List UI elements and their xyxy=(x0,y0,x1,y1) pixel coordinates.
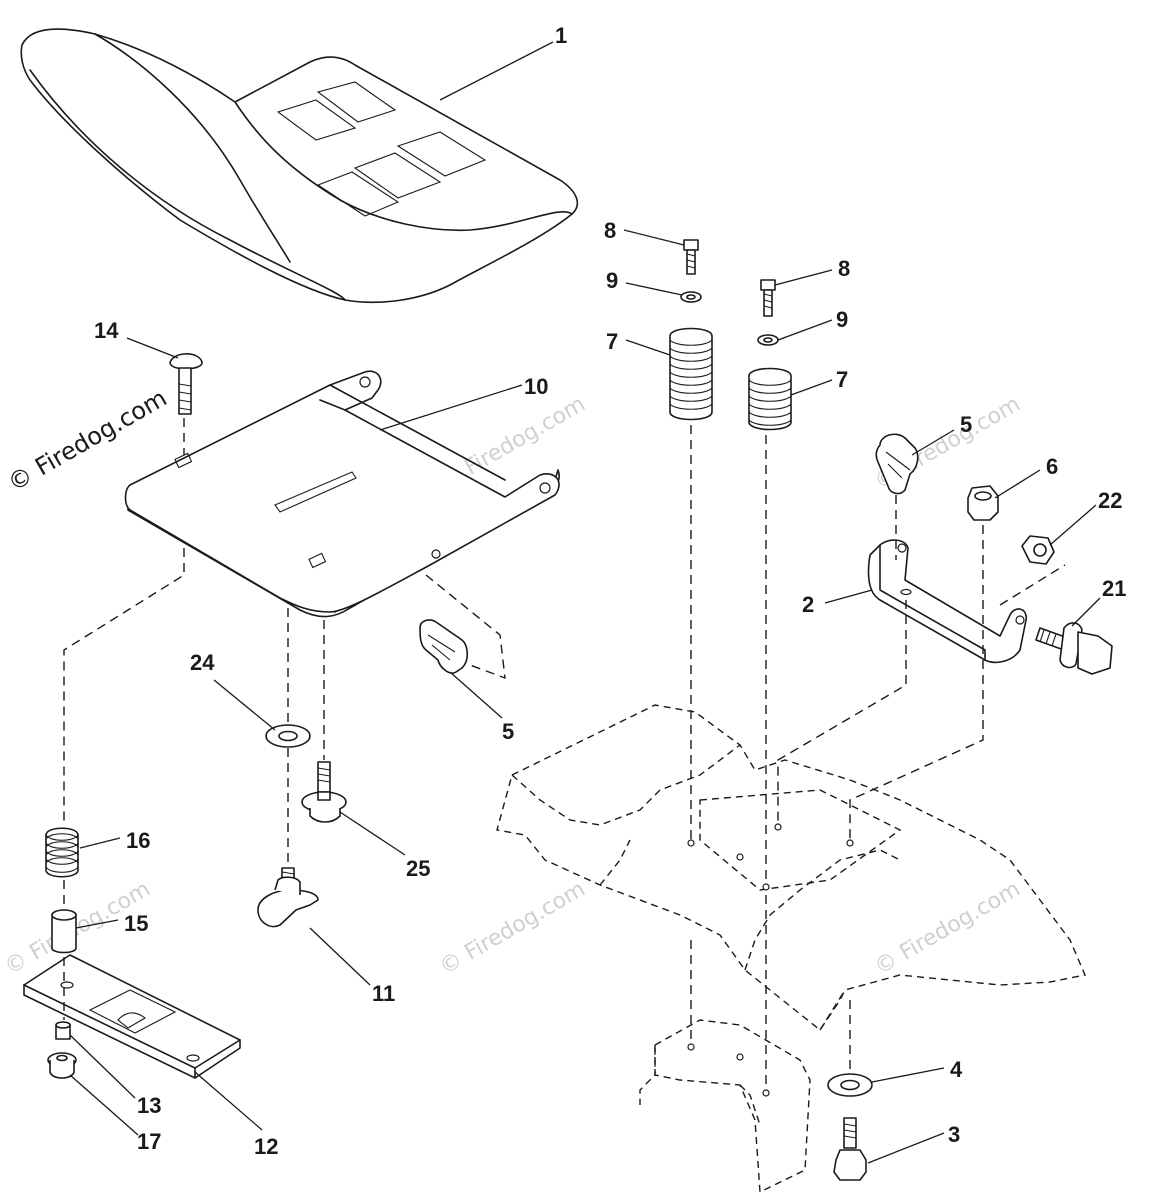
callout-15: 15 xyxy=(124,911,148,936)
callout-12: 12 xyxy=(254,1134,278,1159)
watermark-text: © Firedog.com xyxy=(436,877,590,980)
callout-25: 25 xyxy=(406,856,430,881)
callout-16: 16 xyxy=(126,828,150,853)
callout-7-left: 7 xyxy=(606,329,618,354)
nut-part-22 xyxy=(1021,535,1055,565)
spring-part-16 xyxy=(45,827,79,878)
knob-part-11 xyxy=(257,867,319,928)
callout-9-left: 9 xyxy=(606,268,618,293)
flange-nut-part-17 xyxy=(47,1052,77,1079)
callout-7-right: 7 xyxy=(836,367,848,392)
washer-part-9-right xyxy=(757,334,779,346)
bolt-part-8-left xyxy=(683,239,699,275)
spring-part-7-left xyxy=(669,327,713,421)
tractor-frame-phantom xyxy=(496,704,1086,1194)
callout-1: 1 xyxy=(555,23,567,48)
carriage-bolt-part-14 xyxy=(169,353,203,415)
bolt-part-3 xyxy=(833,1117,867,1181)
callout-22: 22 xyxy=(1098,488,1122,513)
callout-24: 24 xyxy=(190,650,215,675)
callout-8-right: 8 xyxy=(838,256,850,281)
washer-part-4 xyxy=(827,1073,873,1097)
slide-plate-part-12 xyxy=(23,954,241,1079)
callout-5-right: 5 xyxy=(960,412,972,437)
callout-13: 13 xyxy=(137,1093,161,1118)
leader-lines xyxy=(69,41,1101,1164)
callout-14: 14 xyxy=(94,318,119,343)
callout-labels: 1 10 14 24 25 11 16 15 12 13 17 5 8 9 7 … xyxy=(94,23,1126,1159)
callout-21: 21 xyxy=(1102,576,1126,601)
callout-8-left: 8 xyxy=(604,218,616,243)
bracket-part-2 xyxy=(867,539,1027,664)
callout-10: 10 xyxy=(524,374,548,399)
washer-part-24 xyxy=(265,724,311,748)
shoulder-bolt-part-25 xyxy=(301,761,347,823)
callout-11: 11 xyxy=(372,981,395,1006)
bolt-part-8-right xyxy=(760,279,776,317)
seat-pan-part-10 xyxy=(124,370,560,618)
callout-3: 3 xyxy=(948,1122,960,1147)
washer-part-9-left xyxy=(680,291,702,303)
assembly-lines xyxy=(63,418,1066,1090)
bushing-part-15 xyxy=(51,909,77,954)
clip-part-5-right xyxy=(875,433,919,495)
callout-6: 6 xyxy=(1046,454,1058,479)
nut-part-6 xyxy=(967,485,999,521)
nut-part-13 xyxy=(55,1021,71,1040)
spring-part-7-right xyxy=(748,367,792,431)
clip-part-5-left xyxy=(419,619,469,674)
watermark-text: © Firedog.com xyxy=(871,877,1025,980)
callout-4: 4 xyxy=(950,1057,963,1082)
callout-9-right: 9 xyxy=(836,307,848,332)
callout-2: 2 xyxy=(802,592,814,617)
callout-17: 17 xyxy=(137,1129,161,1154)
bolt-part-21 xyxy=(1035,622,1113,675)
seat-part-1 xyxy=(20,28,579,304)
callout-5-left: 5 xyxy=(502,719,514,744)
